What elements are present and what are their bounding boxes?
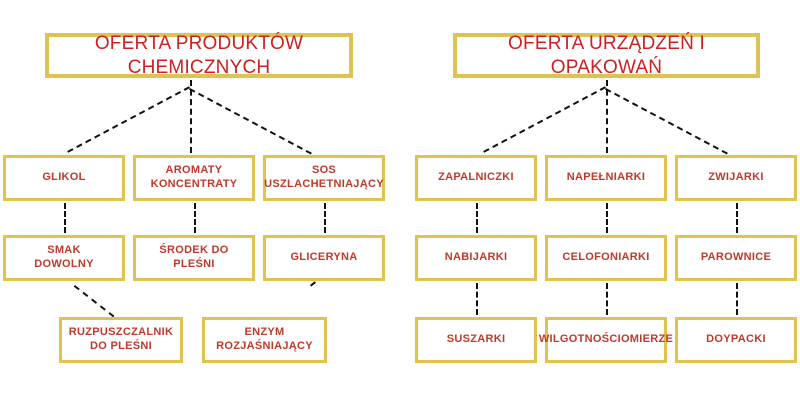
header-equipment-packaging-label: OFERTA URZĄDZEŃ I OPAKOWAŃ — [508, 32, 705, 78]
connector-parownice-to-doypacki — [736, 283, 738, 315]
node-suszarki-label: SUSZARKI — [446, 333, 506, 346]
node-aromaty-koncentraty[interactable]: AROMATY KONCENTRATY — [133, 155, 255, 201]
node-zwijarki-label: ZWIJARKI — [708, 171, 764, 184]
node-ruzpuszczalnik-do-plesni[interactable]: RUZPUSZCZALNIK DO PLEŚNI — [59, 317, 183, 363]
node-sos-uszlachetniajacy[interactable]: SOS USZLACHETNIAJĄCY — [263, 155, 385, 201]
node-glikol[interactable]: GLIKOL — [3, 155, 125, 201]
node-celofoniarki-label: CELOFONIARKI — [562, 251, 650, 264]
header-equipment-packaging[interactable]: OFERTA URZĄDZEŃ I OPAKOWAŃ — [453, 33, 760, 78]
connector-celofoniarki-to-wilgotnosciomierze — [606, 283, 608, 315]
node-gliceryna[interactable]: GLICERYNA — [263, 235, 385, 281]
connector-sos-to-gliceryna — [324, 203, 326, 233]
node-celofoniarki[interactable]: CELOFONIARKI — [545, 235, 667, 281]
node-parownice-label: PAROWNICE — [700, 251, 772, 264]
node-napelniarki[interactable]: NAPEŁNIARKI — [545, 155, 667, 201]
connector-left-header-center — [190, 80, 192, 153]
header-chemical-products[interactable]: OFERTA PRODUKTÓW CHEMICZNYCH — [45, 33, 353, 78]
connector-napelniarki-to-celofoniarki — [606, 203, 608, 233]
node-zapalniczki[interactable]: ZAPALNICZKI — [415, 155, 537, 201]
node-ruzpuszczalnik-do-plesni-label: RUZPUSZCZALNIK DO PLEŚNI — [68, 326, 174, 352]
node-nabijarki-label: NABIJARKI — [444, 251, 508, 264]
connector-left-header-to-col3 — [189, 88, 312, 155]
connector-right-header-to-col1 — [483, 86, 606, 153]
node-glikol-label: GLIKOL — [42, 171, 86, 184]
node-enzym-rozjasniajacy-label: ENZYM ROZJAŚNIAJĄCY — [216, 326, 313, 352]
node-srodek-do-plesni-label: ŚRODEK DO PLEŚNI — [159, 244, 229, 270]
connector-right-header-to-col3 — [605, 88, 728, 155]
node-wilgotnosciomierze-label: WILGOTNOŚCIOMIERZE — [538, 333, 674, 346]
node-suszarki[interactable]: SUSZARKI — [415, 317, 537, 363]
node-nabijarki[interactable]: NABIJARKI — [415, 235, 537, 281]
node-wilgotnosciomierze[interactable]: WILGOTNOŚCIOMIERZE — [539, 317, 673, 363]
node-zwijarki[interactable]: ZWIJARKI — [675, 155, 797, 201]
connector-glikol-to-smak — [64, 203, 66, 233]
node-gliceryna-label: GLICERYNA — [290, 251, 358, 264]
connector-nabijarki-to-suszarki — [476, 283, 478, 315]
node-aromaty-koncentraty-label: AROMATY KONCENTRATY — [150, 164, 238, 190]
node-srodek-do-plesni[interactable]: ŚRODEK DO PLEŚNI — [133, 235, 255, 281]
connector-smak-to-ruzpuszczalnik — [73, 285, 115, 318]
node-smak-dowolny[interactable]: SMAK DOWOLNY — [3, 235, 125, 281]
connector-left-header-to-col1 — [67, 86, 190, 153]
connector-zapalniczki-to-nabijarki — [476, 203, 478, 233]
node-enzym-rozjasniajacy[interactable]: ENZYM ROZJAŚNIAJĄCY — [202, 317, 327, 363]
connector-zwijarki-to-parownice — [736, 203, 738, 233]
header-chemical-products-label: OFERTA PRODUKTÓW CHEMICZNYCH — [94, 32, 304, 78]
connector-aromaty-to-srodek — [194, 203, 196, 233]
node-doypacki[interactable]: DOYPACKI — [675, 317, 797, 363]
node-sos-uszlachetniajacy-label: SOS USZLACHETNIAJĄCY — [264, 164, 384, 190]
connector-right-header-center — [606, 80, 608, 153]
node-zapalniczki-label: ZAPALNICZKI — [438, 171, 514, 184]
node-smak-dowolny-label: SMAK DOWOLNY — [34, 244, 94, 270]
node-napelniarki-label: NAPEŁNIARKI — [566, 171, 646, 184]
node-parownice[interactable]: PAROWNICE — [675, 235, 797, 281]
node-doypacki-label: DOYPACKI — [706, 333, 766, 346]
